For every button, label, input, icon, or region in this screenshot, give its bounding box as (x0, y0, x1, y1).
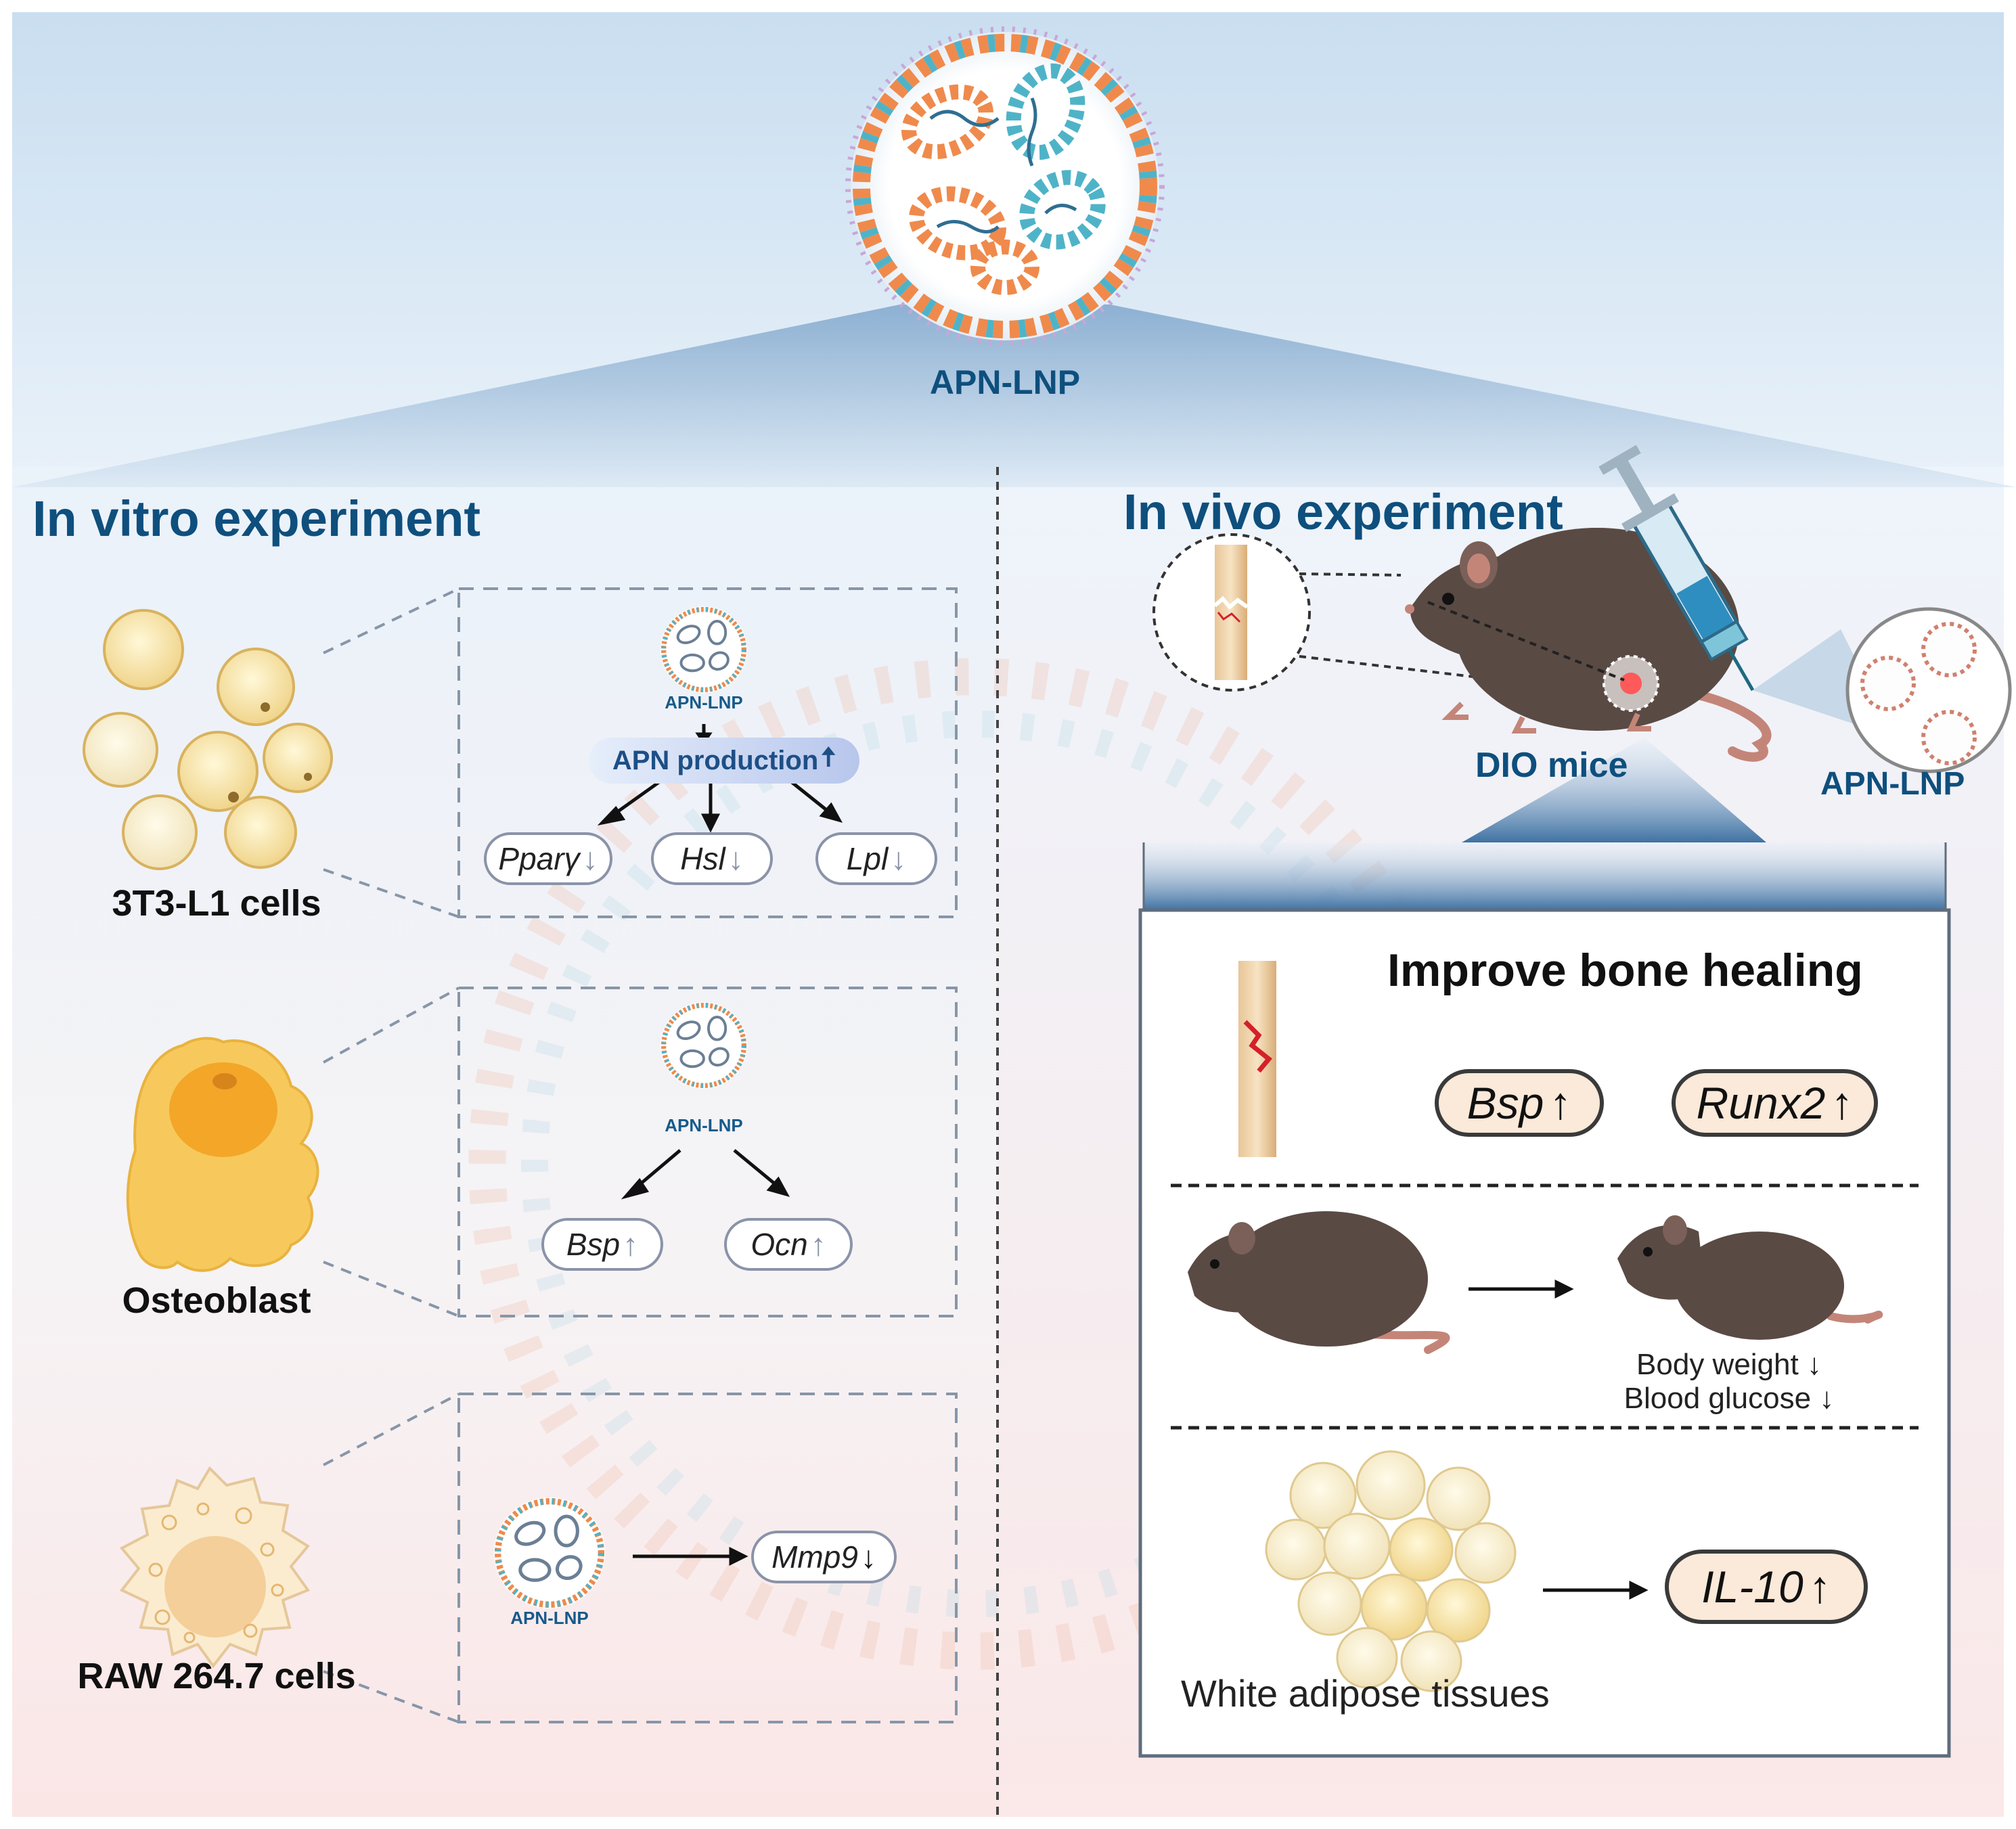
il10-pill: IL-10↑ (1665, 1550, 1868, 1624)
apn-production-pill: APN production🠅 (589, 738, 859, 784)
injection-lnp-label: APN-LNP (1820, 766, 1965, 802)
lean-mouse-icon (1617, 1215, 1883, 1340)
apn-production-label: APN production (612, 745, 819, 775)
marker-pill: Mmp9↓ (751, 1531, 897, 1583)
lnp-main-icon (845, 26, 1165, 346)
dio-mice-label: DIO mice (1475, 746, 1628, 785)
lnp-main-label: APN-LNP (929, 363, 1081, 401)
fractured-bone-icon (1213, 545, 1249, 680)
lnp-small-icon (493, 1497, 606, 1609)
in-vivo-title: In vivo experiment (1123, 484, 1563, 540)
lnp-small-icon (660, 606, 747, 693)
in-vitro-title: In vitro experiment (32, 491, 481, 547)
marker-pill: Lpl↓ (815, 832, 937, 885)
lnp-label: APN-LNP (665, 1115, 743, 1135)
cell-label-osteoblast: Osteoblast (122, 1280, 311, 1321)
marker-pill: Ocn↑ (724, 1218, 853, 1271)
syringe-icon (1598, 445, 1755, 692)
marker-pill: Bsp↑ (541, 1218, 663, 1271)
fat-cells-icon (83, 609, 333, 870)
healing-bone-icon (1238, 961, 1276, 1157)
cell-label-raw: RAW 264.7 cells (77, 1656, 356, 1696)
lnp-small-icon (660, 1002, 747, 1089)
adipose-label: White adipose tissues (1181, 1672, 1550, 1715)
adipose-cells-icon (1265, 1450, 1517, 1692)
marker-pill: Hsl↓ (651, 832, 773, 885)
cell-label-3t3: 3T3-L1 cells (112, 883, 321, 924)
blood-glucose-text: Blood glucose ↓ (1623, 1382, 1835, 1415)
macrophage-icon (119, 1466, 311, 1669)
marker-pill: Pparγ↓ (484, 832, 612, 885)
osteoblast-icon (126, 1037, 319, 1272)
obese-mouse-icon (1188, 1211, 1450, 1354)
results-heading: Improve bone healing (1387, 945, 1863, 996)
body-weight-text: Body weight ↓ (1636, 1348, 1822, 1381)
bone-marker-pill: Runx2↑ (1672, 1069, 1878, 1137)
bone-marker-pill: Bsp↑ (1435, 1069, 1604, 1137)
lnp-label: APN-LNP (665, 692, 743, 713)
lnp-label: APN-LNP (510, 1608, 589, 1628)
